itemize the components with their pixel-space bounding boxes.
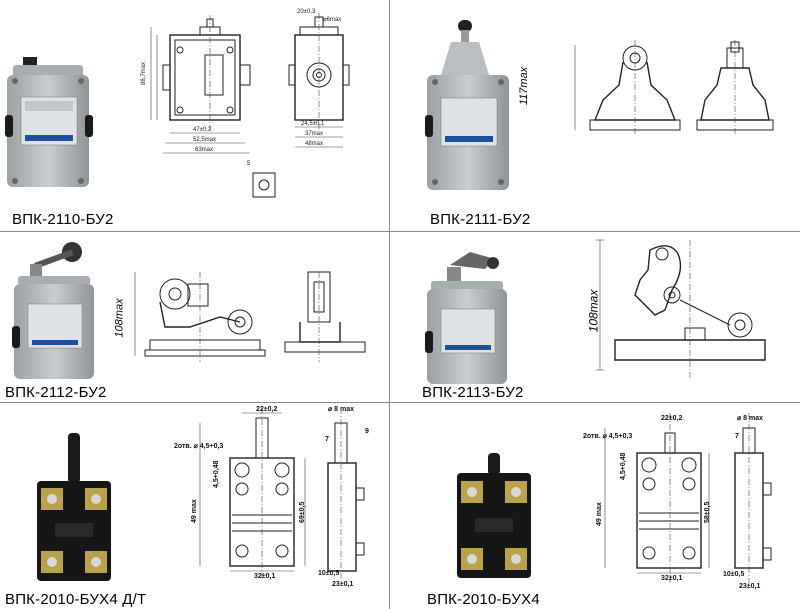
svg-text:9: 9 xyxy=(365,428,369,435)
svg-text:58±0,5: 58±0,5 xyxy=(704,502,711,523)
product-caption: ВПК-2010-БУХ4 Д/Т xyxy=(5,591,147,608)
svg-text:49 max: 49 max xyxy=(191,499,198,523)
grid-divider-vertical xyxy=(389,0,390,609)
switch-photo-2010 xyxy=(457,453,531,578)
grid-divider-1 xyxy=(0,231,800,232)
svg-text:88,7max: 88,7max xyxy=(141,62,147,85)
svg-text:63max: 63max xyxy=(195,147,213,153)
product-caption: ВПК-2112-БУ2 xyxy=(5,384,107,401)
svg-text:20±0,3: 20±0,3 xyxy=(297,9,316,15)
switch-photo-2010-dt xyxy=(37,433,111,581)
switch-photo-2111 xyxy=(425,20,509,190)
svg-text:22±0,2: 22±0,2 xyxy=(661,415,682,422)
svg-text:5: 5 xyxy=(247,161,251,167)
product-caption: ВПК-2010-БУХ4 xyxy=(427,591,540,608)
svg-text:52,5max: 52,5max xyxy=(193,137,216,143)
height-label-2113: 108max xyxy=(586,289,601,333)
product-cell-2111: 117max ВПК-2111-БУ2 xyxy=(390,0,800,231)
svg-text:47±0,2: 47±0,2 xyxy=(193,127,212,133)
switch-photo-2112 xyxy=(12,242,94,379)
product-cell-2110: 47±0,2 52,5max 63max 88,7max 24,5±0,1 37… xyxy=(0,0,389,231)
product-cell-2113: 108max ВПК-2113-БУ2 xyxy=(390,232,800,402)
svg-text:48max: 48max xyxy=(305,141,323,147)
svg-text:4,5+0,48: 4,5+0,48 xyxy=(620,452,627,480)
svg-text:32±0,1: 32±0,1 xyxy=(661,575,682,582)
svg-text:2отв. ⌀ 4,5+0,3: 2отв. ⌀ 4,5+0,3 xyxy=(583,433,632,440)
drawing-2111 xyxy=(574,40,774,135)
svg-text:22±0,2: 22±0,2 xyxy=(256,406,277,413)
grid-divider-2 xyxy=(0,402,800,403)
product-cell-2010: 22±0,2 2отв. ⌀ 4,5+0,3 49 max 58±0,5 4,5… xyxy=(390,403,800,609)
product-caption: ВПК-2111-БУ2 xyxy=(430,211,531,228)
switch-photo-2110 xyxy=(5,57,93,187)
svg-text:⌀6max: ⌀6max xyxy=(323,17,341,23)
drawing-2112 xyxy=(134,271,366,362)
drawing-2010-dt: 22±0,2 2отв. ⌀ 4,5+0,3 49 max 69±0,5 4,5… xyxy=(174,406,369,588)
product-cell-2112: 108max ВПК-2112-БУ2 xyxy=(0,232,389,402)
svg-text:24,5±0,1: 24,5±0,1 xyxy=(301,121,325,127)
product-cell-2010-dt: 22±0,2 2отв. ⌀ 4,5+0,3 49 max 69±0,5 4,5… xyxy=(0,403,389,609)
svg-text:4,5+0,48: 4,5+0,48 xyxy=(213,460,220,488)
svg-text:2отв. ⌀ 4,5+0,3: 2отв. ⌀ 4,5+0,3 xyxy=(174,443,223,450)
svg-text:49 max: 49 max xyxy=(596,502,603,526)
height-label-2111: 117max xyxy=(518,66,531,106)
svg-text:37max: 37max xyxy=(305,131,323,137)
svg-text:7: 7 xyxy=(735,433,739,440)
svg-text:10±0,5: 10±0,5 xyxy=(318,570,339,577)
svg-text:10±0,5: 10±0,5 xyxy=(723,571,744,578)
product-caption: ВПК-2113-БУ2 xyxy=(422,384,524,401)
product-caption: ВПК-2110-БУ2 xyxy=(12,211,114,228)
svg-text:69±0,5: 69±0,5 xyxy=(299,502,306,523)
drawing-2113 xyxy=(596,239,766,380)
drawing-2010: 22±0,2 2отв. ⌀ 4,5+0,3 49 max 58±0,5 4,5… xyxy=(583,413,772,590)
svg-text:23±0,1: 23±0,1 xyxy=(332,581,353,588)
svg-text:⌀ 8 max: ⌀ 8 max xyxy=(328,406,354,413)
svg-text:23±0,1: 23±0,1 xyxy=(739,583,760,590)
drawing-2110: 47±0,2 52,5max 63max 88,7max 24,5±0,1 37… xyxy=(141,9,350,198)
svg-text:7: 7 xyxy=(325,436,329,443)
switch-photo-2113 xyxy=(425,252,507,384)
svg-text:32±0,1: 32±0,1 xyxy=(254,573,275,580)
svg-text:⌀ 8 max: ⌀ 8 max xyxy=(737,415,763,422)
height-label-2112: 108max xyxy=(113,298,126,338)
